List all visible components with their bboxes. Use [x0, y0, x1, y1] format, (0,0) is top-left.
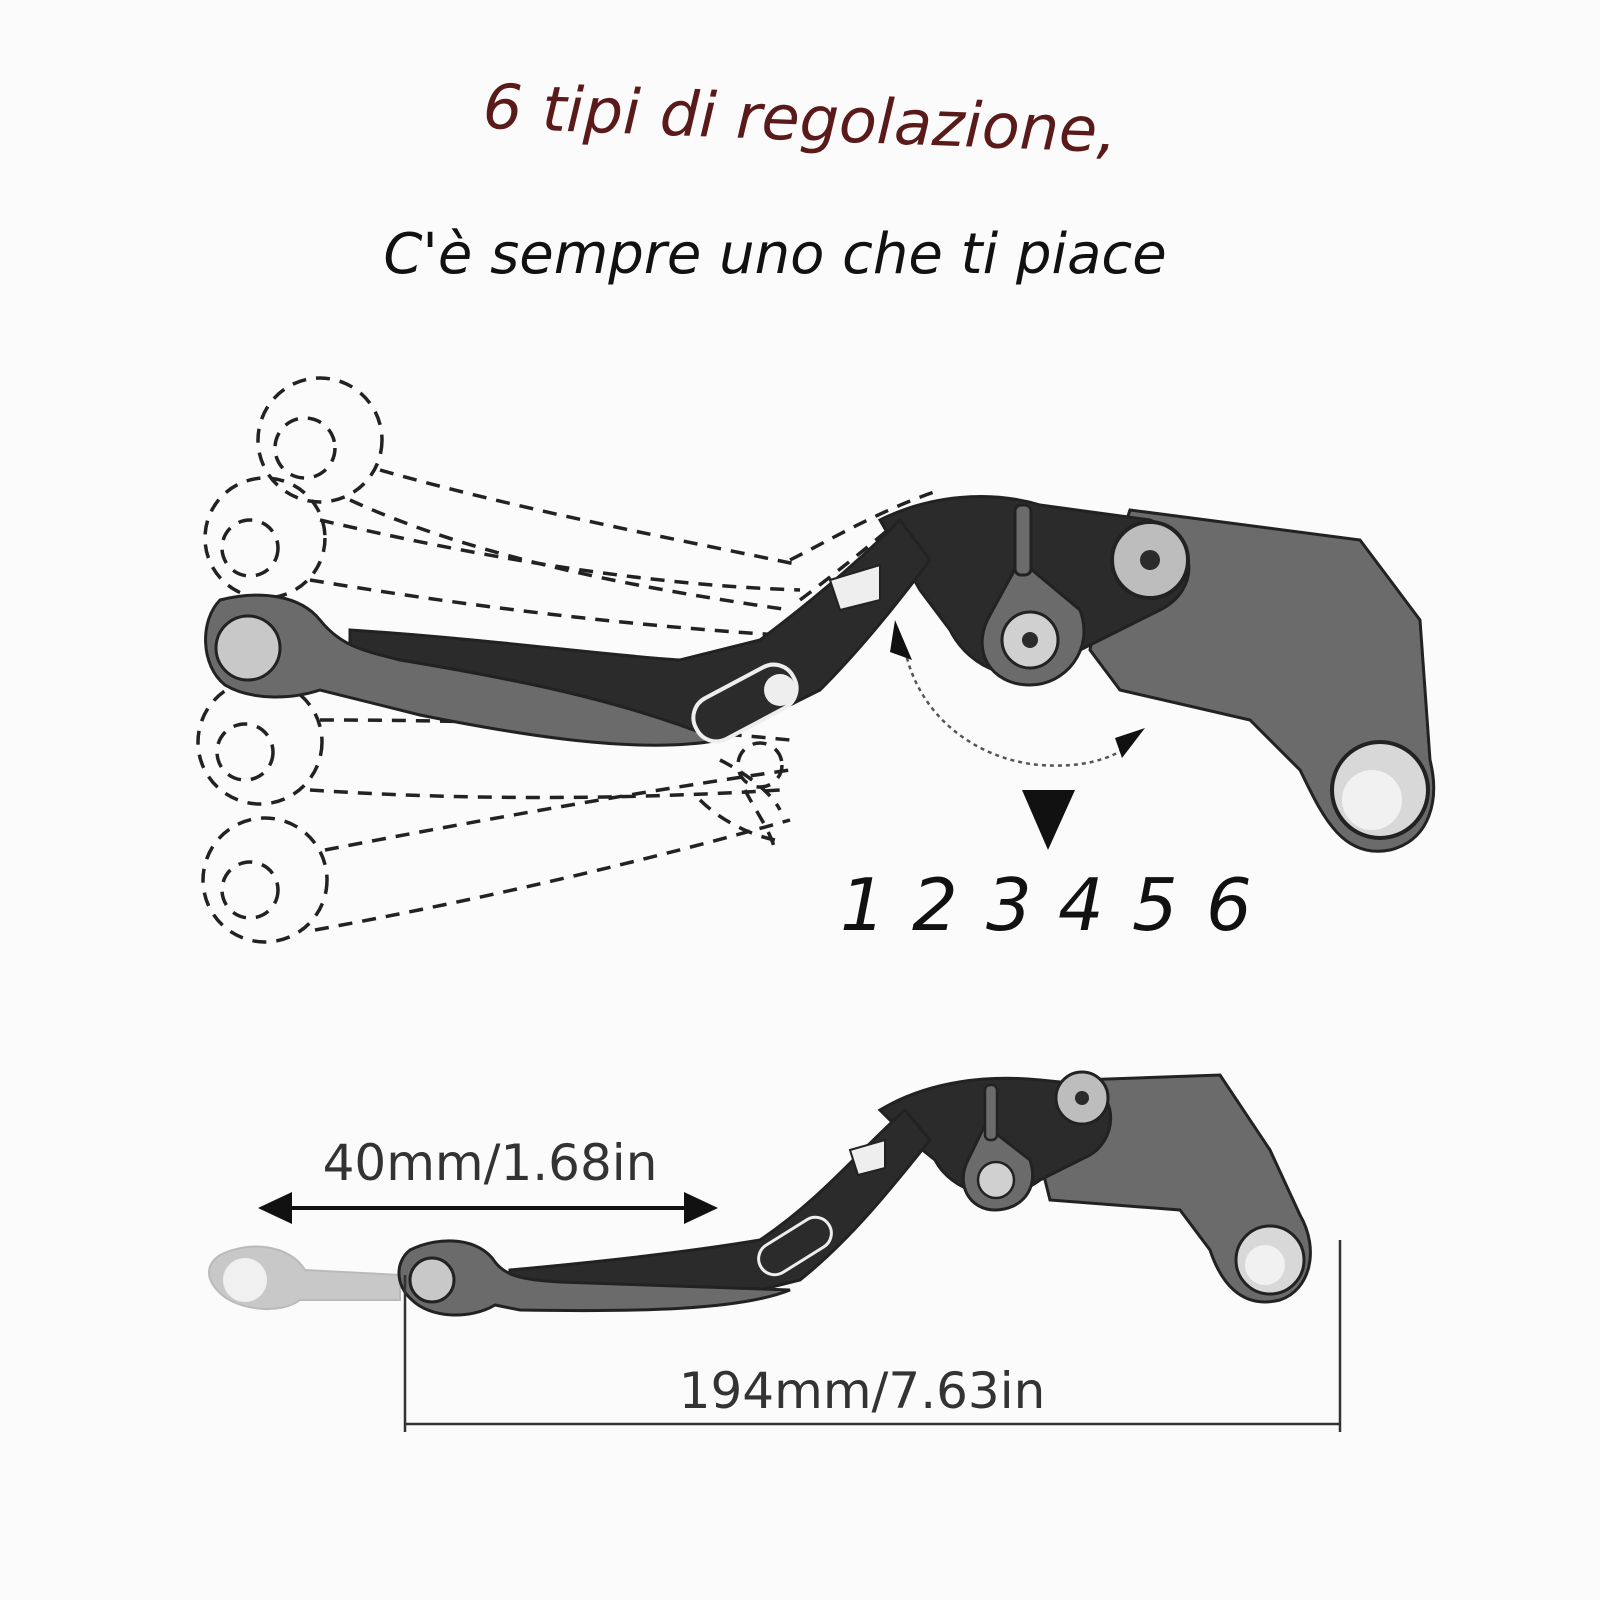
position-number: 5	[1132, 863, 1178, 947]
position-number: 6	[1206, 863, 1252, 947]
fold-length-label: 40mm/1.68in	[323, 1134, 658, 1192]
fold-dimension: 40mm/1.68in	[258, 1134, 718, 1224]
dashed-lever-positions	[196, 376, 941, 944]
bottom-lever-blade	[397, 1239, 791, 1317]
folding-brake-lever-icon	[397, 1070, 1312, 1317]
adjustment-arrow	[890, 620, 1145, 850]
down-arrow-icon	[1022, 790, 1075, 850]
dashed-lever-4	[201, 768, 791, 944]
position-number: 4	[1058, 863, 1104, 947]
folded-tip-ghost	[208, 1245, 401, 1311]
position-numbers: 1 2 3 4 5 6	[840, 863, 1252, 947]
position-number: 3	[986, 863, 1032, 947]
dashed-lever-1	[256, 376, 801, 612]
bottom-lever-group: 40mm/1.68in 194mm/7.63in	[208, 1070, 1342, 1432]
dashed-lever-2	[203, 476, 801, 637]
adjustable-brake-lever-icon	[204, 495, 1436, 853]
page-subtitle: C'è sempre uno che ti piace	[383, 222, 1167, 287]
lever-tip-hole	[214, 614, 282, 682]
position-number: 1	[840, 863, 886, 947]
top-lever-group: 1 2 3 4 5 6	[196, 376, 1436, 947]
position-number: 2	[912, 863, 958, 947]
total-length-dimension: 194mm/7.63in	[403, 1240, 1342, 1432]
total-length-label: 194mm/7.63in	[679, 1362, 1046, 1420]
